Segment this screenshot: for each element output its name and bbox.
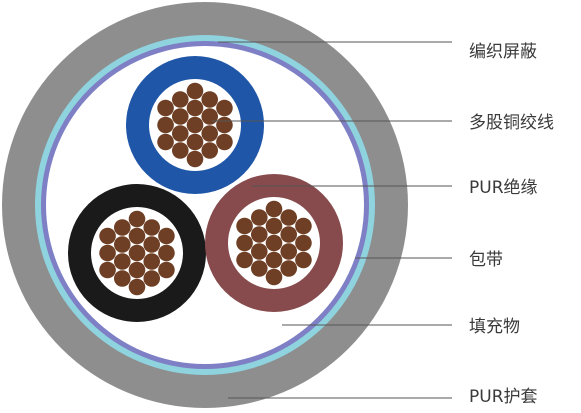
copper-strand xyxy=(113,219,131,236)
copper-strand xyxy=(265,268,283,286)
copper-strand xyxy=(128,244,146,262)
copper-strand xyxy=(250,209,268,226)
copper-strand xyxy=(250,226,268,243)
core-red-strands xyxy=(236,200,312,286)
core-blue-strands xyxy=(157,82,233,168)
copper-strand xyxy=(216,133,233,151)
copper-strand xyxy=(99,244,116,262)
copper-strand xyxy=(295,251,312,269)
copper-strand xyxy=(250,260,268,277)
copper-strand xyxy=(186,133,204,151)
copper-strand xyxy=(171,108,189,125)
copper-strand xyxy=(201,91,219,108)
copper-strand xyxy=(113,270,131,287)
copper-strand xyxy=(128,278,146,296)
copper-strand xyxy=(128,227,146,245)
label-tape-wrap: 包带 xyxy=(469,250,503,270)
copper-strand xyxy=(171,125,189,142)
core-black xyxy=(68,184,206,322)
copper-strand xyxy=(186,150,204,168)
copper-strand xyxy=(265,200,283,218)
copper-strand xyxy=(265,234,283,252)
copper-strand xyxy=(295,217,312,235)
copper-strand xyxy=(143,253,161,270)
leader-lines xyxy=(212,41,452,399)
copper-strand xyxy=(128,210,146,228)
copper-strand xyxy=(201,125,219,142)
copper-strand xyxy=(186,82,204,100)
copper-strand xyxy=(265,217,283,235)
copper-strand xyxy=(236,251,253,269)
copper-strand xyxy=(216,99,233,117)
copper-strand xyxy=(236,234,253,252)
copper-strand xyxy=(186,99,204,117)
copper-strand xyxy=(157,99,174,117)
core-blue xyxy=(126,56,264,194)
copper-strand xyxy=(236,217,253,235)
copper-strand xyxy=(171,91,189,108)
label-stranded-copper: 多股铜绞线 xyxy=(469,113,554,133)
core-black-strands xyxy=(99,210,175,296)
copper-strand xyxy=(186,116,204,134)
copper-strand xyxy=(158,244,175,262)
label-braided-shield: 编织屏蔽 xyxy=(469,42,537,62)
copper-strand xyxy=(158,261,175,279)
label-pur-insulation: PUR绝缘 xyxy=(469,178,538,198)
copper-strand xyxy=(250,243,268,260)
copper-strand xyxy=(99,227,116,245)
copper-strand xyxy=(280,209,298,226)
copper-strand xyxy=(201,142,219,159)
copper-strand xyxy=(157,116,174,134)
copper-strand xyxy=(280,243,298,260)
copper-strand xyxy=(157,133,174,151)
copper-strand xyxy=(113,236,131,253)
copper-strand xyxy=(216,116,233,134)
copper-strand xyxy=(158,227,175,245)
copper-strand xyxy=(265,251,283,269)
copper-strand xyxy=(171,142,189,159)
core-red xyxy=(205,174,343,312)
copper-strand xyxy=(280,226,298,243)
copper-strand xyxy=(143,219,161,236)
copper-strand xyxy=(295,234,312,252)
label-filler: 填充物 xyxy=(469,317,520,337)
copper-strand xyxy=(143,270,161,287)
label-pur-sheath: PUR护套 xyxy=(469,387,538,407)
copper-strand xyxy=(128,261,146,279)
copper-strand xyxy=(99,261,116,279)
copper-strand xyxy=(201,108,219,125)
copper-strand xyxy=(143,236,161,253)
copper-strand xyxy=(113,253,131,270)
copper-strand xyxy=(280,260,298,277)
